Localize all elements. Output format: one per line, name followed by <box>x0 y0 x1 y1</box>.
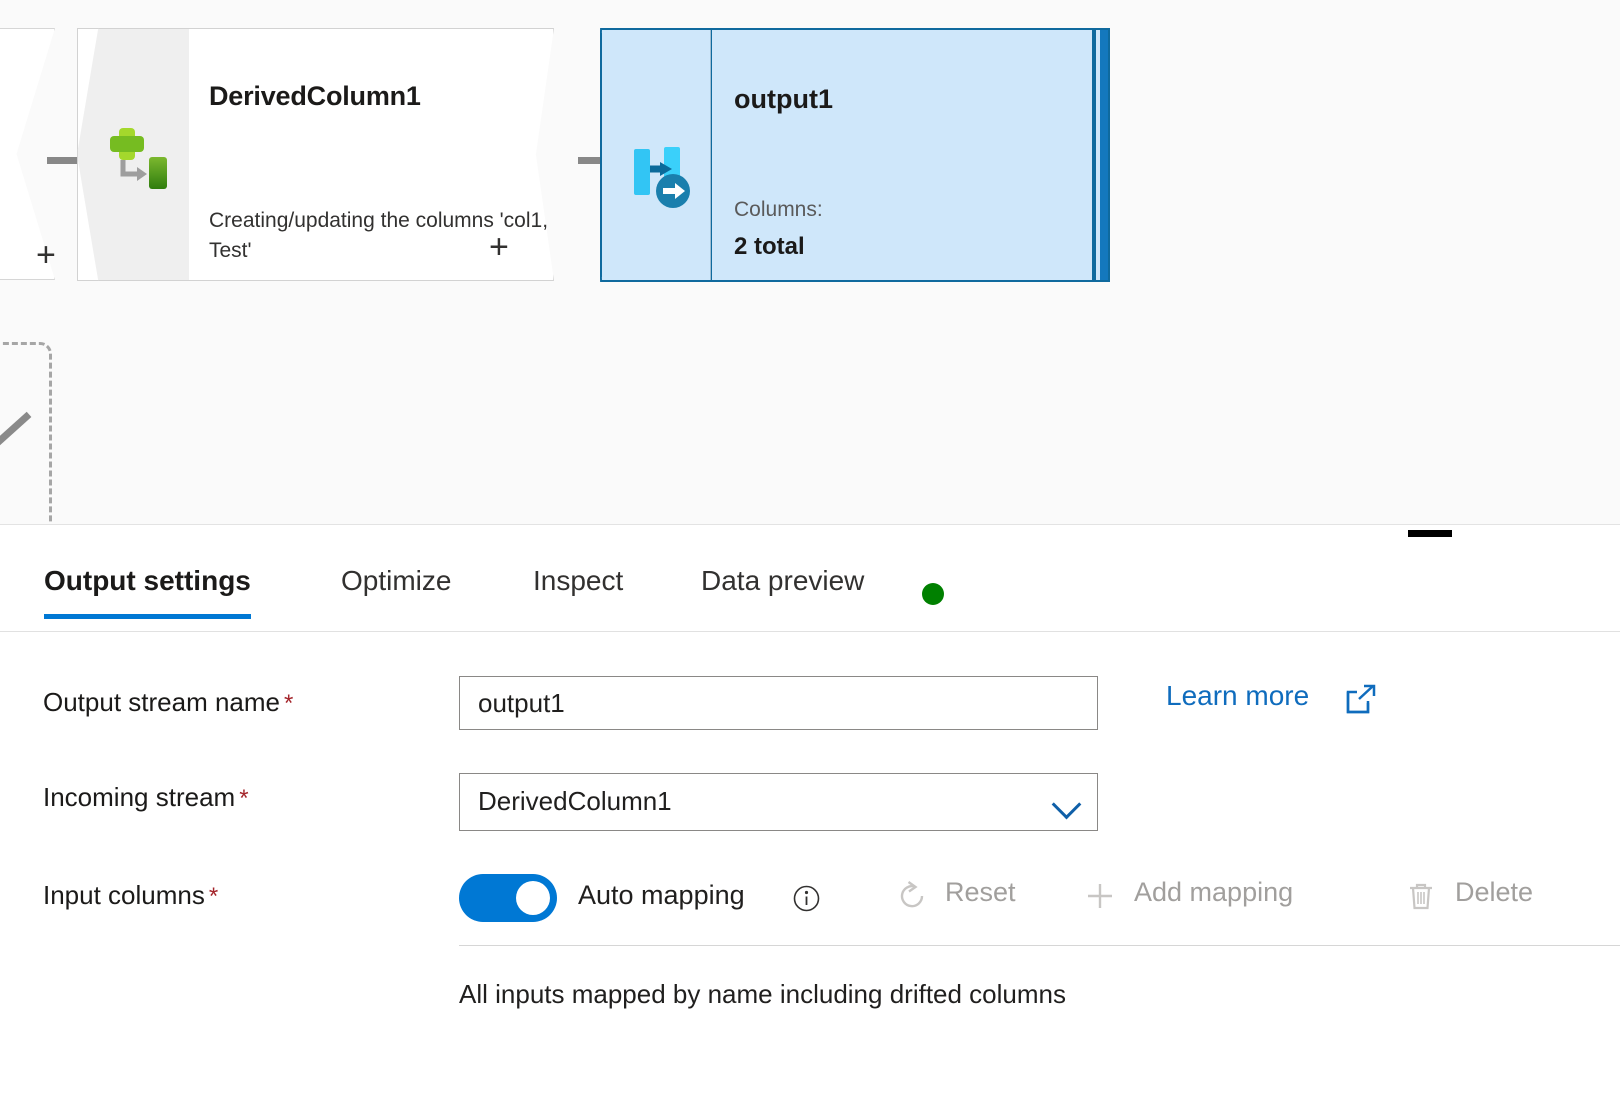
trash-icon[interactable] <box>1405 880 1437 912</box>
input-columns-label: Input columns* <box>43 880 218 911</box>
node-output1-columns-label: Columns: <box>734 198 823 221</box>
incoming-stream-label-text: Incoming stream <box>43 782 236 812</box>
node-output1-divider <box>710 30 711 280</box>
reset-button[interactable]: Reset <box>945 877 1016 907</box>
node-output1-columns-value: 2 total <box>734 233 805 260</box>
add-node-button-left[interactable]: + <box>36 236 56 274</box>
tab-optimize[interactable]: Optimize <box>341 565 452 596</box>
required-marker: * <box>239 785 249 812</box>
info-icon[interactable] <box>793 885 820 912</box>
external-link-icon[interactable] <box>1346 684 1376 714</box>
node-placeholder-dashed[interactable] <box>0 342 52 525</box>
mapping-note: All inputs mapped by name including drif… <box>459 979 1067 1009</box>
canvas-bottom-border <box>0 524 1620 525</box>
data-preview-status-dot <box>922 583 944 605</box>
incoming-stream-value: DerivedColumn1 <box>478 786 672 816</box>
settings-panel: Output settings Optimize Inspect Data pr… <box>0 547 1620 1113</box>
output-stream-name-label: Output stream name* <box>43 687 293 718</box>
node-derived-column1[interactable]: DerivedColumn1 Creating/updating the col… <box>77 28 554 281</box>
required-marker: * <box>208 883 219 910</box>
add-node-button-after-derived-column[interactable]: + <box>489 228 509 266</box>
horizontal-scrollbar-track[interactable] <box>0 528 1620 538</box>
auto-mapping-toggle[interactable] <box>459 874 557 922</box>
derived-column-icon <box>107 126 177 196</box>
settings-tabs: Output settings Optimize Inspect Data pr… <box>0 547 1620 632</box>
node-output1-accent-bar-outer <box>1100 30 1108 280</box>
output-stream-name-label-text: Output stream name <box>43 687 280 717</box>
node-derived-column1-description: Creating/updating the columns 'col1, Tes… <box>209 209 549 262</box>
node-derived-column1-title: DerivedColumn1 <box>209 81 421 111</box>
sink-icon <box>632 143 692 213</box>
plus-icon[interactable] <box>1084 880 1116 912</box>
required-marker: * <box>284 690 294 717</box>
incoming-stream-label: Incoming stream* <box>43 782 249 813</box>
auto-mapping-label: Auto mapping <box>578 880 745 910</box>
refresh-icon[interactable] <box>896 880 928 912</box>
input-columns-label-text: Input columns <box>43 880 205 910</box>
incoming-stream-dropdown[interactable]: DerivedColumn1 <box>459 773 1098 831</box>
delete-button[interactable]: Delete <box>1455 877 1534 907</box>
node-output1-title: output1 <box>734 84 833 114</box>
node-output1-accent-bar-inner <box>1092 30 1096 280</box>
learn-more-link[interactable]: Learn more <box>1166 680 1310 711</box>
tab-output-settings[interactable]: Output settings <box>44 565 251 619</box>
mapping-divider <box>459 945 1620 946</box>
add-mapping-button[interactable]: Add mapping <box>1134 877 1294 907</box>
output-stream-name-input[interactable] <box>459 676 1098 730</box>
auto-mapping-toggle-knob <box>516 881 550 915</box>
chevron-down-icon[interactable] <box>1051 789 1082 820</box>
tab-inspect[interactable]: Inspect <box>533 565 624 596</box>
data-flow-canvas[interactable]: + De <box>0 0 1620 525</box>
horizontal-scrollbar-thumb[interactable] <box>1408 530 1452 537</box>
node-derived-column1-icon-strip <box>77 28 189 281</box>
connector-line-1 <box>47 157 103 164</box>
tab-data-preview[interactable]: Data preview <box>701 565 865 596</box>
node-output1[interactable]: output1 Columns: 2 total <box>600 28 1110 282</box>
